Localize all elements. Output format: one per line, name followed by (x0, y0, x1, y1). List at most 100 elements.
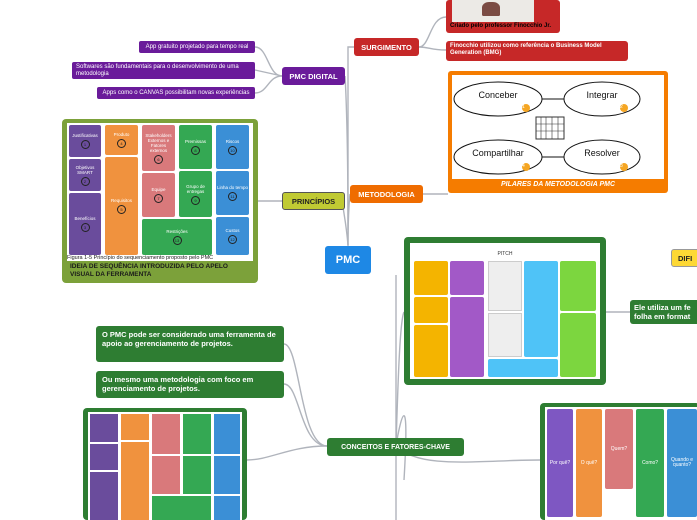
pillar-num-4: 4 (522, 163, 525, 169)
canvas2-cell (152, 456, 180, 494)
pmc-digital-label: PMC DIGITAL (289, 71, 338, 81)
pillar-integrar-label: Integrar (586, 90, 618, 100)
canvas-cell-stakeholders: Stakeholders Externos e Fatores externos… (142, 125, 175, 171)
metodologia-label: METODOLOGIA (358, 189, 415, 199)
pitch-cell (488, 313, 522, 357)
canvas2-cell (121, 414, 149, 440)
canvas2-cell (152, 414, 180, 454)
question-who: Quem? (605, 409, 633, 489)
pillar-num-3: 3 (620, 163, 623, 169)
canvas2-cell (214, 456, 240, 494)
pitch-image-card[interactable]: PITCH (404, 237, 606, 385)
surgimento-image-card[interactable]: Criado pelo professor Finocchio Jr. (446, 0, 560, 33)
link-surg-2 (418, 46, 447, 51)
question-why: Por quê? (547, 409, 573, 517)
grid-icon (535, 116, 565, 140)
pmc-digital-node[interactable]: PMC DIGITAL (282, 67, 345, 85)
surgimento-child-1: Criado pelo professor Finocchio Jr. (450, 23, 552, 29)
pitch-canvas: PITCH (410, 243, 600, 379)
canvas2-cell (183, 456, 211, 494)
metodologia-image-title: PILARES DA METODOLOGIA PMC (500, 181, 616, 188)
pitch-cell (450, 297, 484, 377)
dificuldades-node[interactable]: DIFI (671, 249, 697, 267)
link-child2 (283, 383, 328, 447)
pillar-resolver-label: Resolver (584, 148, 620, 158)
canvas2-cell (90, 472, 118, 520)
finocchio-photo (452, 0, 534, 22)
pitch-cell (488, 261, 522, 311)
pitch-cell (414, 261, 448, 295)
canvas2-cell (90, 414, 118, 442)
canvas2-cell (152, 496, 211, 520)
central-topic-label: PMC (335, 254, 361, 266)
folha-node[interactable]: Ele utiliza um fe folha em format (630, 300, 697, 324)
question-how: Como? (636, 409, 664, 517)
link-canvas-image (246, 445, 328, 461)
surgimento-node[interactable]: SURGIMENTO (354, 38, 419, 56)
dificuldades-label: DIFI (678, 253, 693, 263)
canvas2-cell (121, 442, 149, 520)
pillar-num-1: 1 (522, 104, 525, 110)
surgimento-child-2[interactable]: Finocchio utilizou como referência o Bus… (446, 41, 628, 61)
canvas2-cell (183, 414, 211, 454)
pitch-cell (560, 261, 596, 311)
questions-image-card[interactable]: Por quê? O quê? Quem? Como? Quando e qua… (540, 403, 697, 520)
link-dig-3 (254, 75, 283, 94)
principios-label: PRINCÍPIOS (291, 196, 336, 206)
canvas2-cell (90, 444, 118, 470)
pitch-cell (560, 313, 596, 377)
conceitos-node[interactable]: CONCEITOS E FATORES-CHAVE (327, 438, 464, 456)
pitch-cell (414, 297, 448, 323)
metodologia-node[interactable]: METODOLOGIA (350, 185, 423, 203)
principios-caption: Figura 1-5 Princípio do sequenciamento p… (67, 255, 253, 261)
central-topic[interactable]: PMC (325, 246, 371, 274)
question-when: Quando e quanto? (667, 409, 697, 517)
pillar-conceber-label: Conceber (478, 90, 518, 100)
surgimento-label: SURGIMENTO (361, 42, 412, 52)
canvas2-cell (214, 496, 240, 520)
principios-image-title: IDEIA DE SEQUÊNCIA INTRODUZIDA PELO APEL… (70, 263, 228, 278)
canvas-image-2[interactable] (83, 408, 247, 520)
conceitos-child-1[interactable]: O PMC pode ser considerado uma ferrament… (96, 326, 284, 362)
canvas-image-2-body (88, 412, 242, 520)
pmc-digital-child-2[interactable]: Softwares são fundamentais para o desenv… (72, 62, 255, 79)
pmc-digital-child-3[interactable]: Apps como o CANVAS possibilitam novas ex… (97, 87, 255, 99)
principios-node[interactable]: PRINCÍPIOS (282, 192, 345, 210)
pillar-num-2: 2 (620, 104, 623, 110)
question-what: O quê? (576, 409, 602, 517)
pitch-cell (414, 325, 448, 377)
link-metodologia (347, 193, 351, 246)
pitch-cell (450, 261, 484, 295)
pilares-diagram (452, 75, 664, 179)
canvas2-cell (214, 414, 240, 454)
pitch-cell (524, 261, 558, 357)
conceitos-label: CONCEITOS E FATORES-CHAVE (341, 443, 450, 451)
pmc-digital-child-1[interactable]: App gratuito projetado para tempo real (139, 41, 255, 53)
pitch-title: PITCH (497, 251, 513, 257)
link-dig-1 (254, 46, 283, 77)
questions-body: Por quê? O quê? Quem? Como? Quando e qua… (545, 407, 697, 520)
link-dig-2 (254, 69, 283, 77)
link-pmc-digital (344, 75, 349, 231)
metodologia-image-card[interactable]: Conceber Integrar Compartilhar Resolver … (448, 71, 668, 193)
pillar-compartilhar-label: Compartilhar (472, 148, 524, 158)
person-silhouette (482, 2, 500, 16)
link-surgimento (347, 46, 354, 260)
link-child1 (283, 343, 328, 447)
conceitos-child-2[interactable]: Ou mesmo uma metodologia com foco em ger… (96, 371, 284, 398)
